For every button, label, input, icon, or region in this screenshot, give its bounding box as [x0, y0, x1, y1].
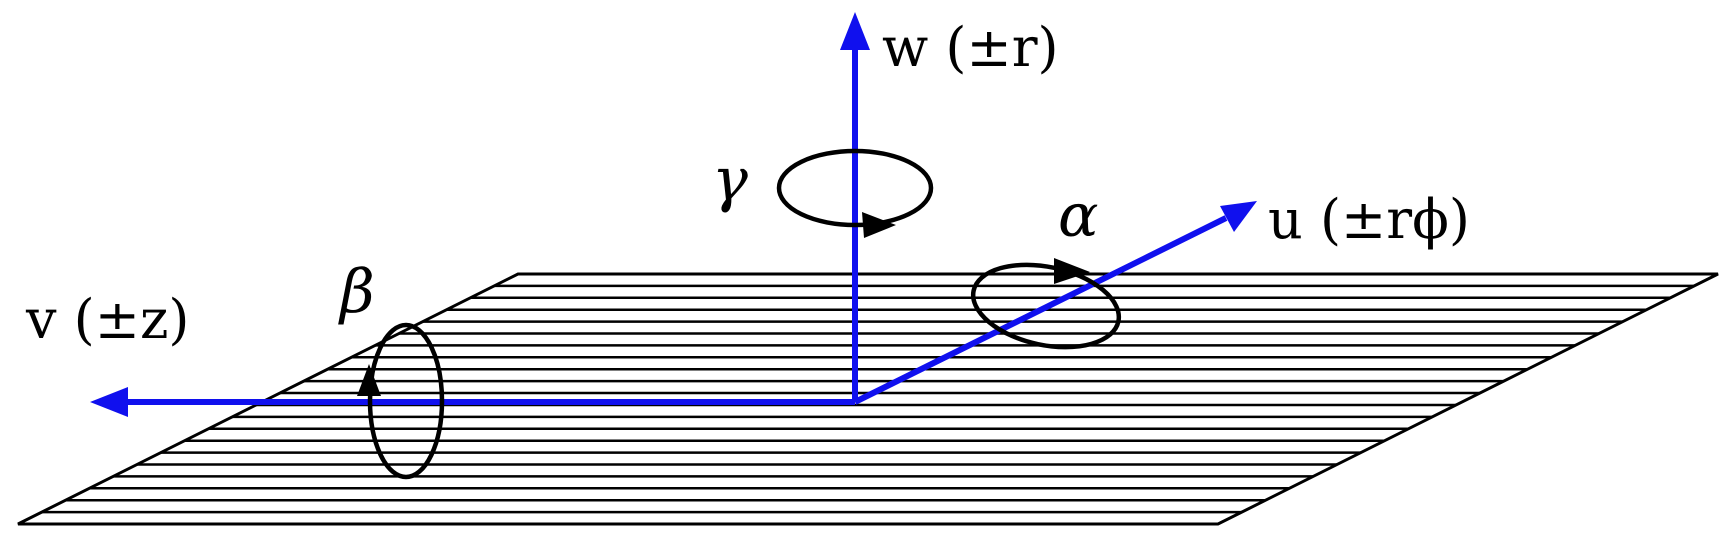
alpha-label: α — [1058, 181, 1099, 251]
plane-outline — [17, 272, 1719, 526]
v-axis-arrowhead — [90, 387, 128, 417]
u-axis-label: u (±rϕ) — [1268, 188, 1470, 251]
w-axis-arrowhead — [840, 12, 870, 50]
gamma-label: γ — [712, 145, 748, 215]
u-axis-arrowhead — [1220, 201, 1257, 232]
gamma-rotation-ellipse — [776, 148, 934, 228]
beta-label: β — [338, 257, 375, 327]
alpha-rotation-arrowhead — [1054, 258, 1090, 284]
axes-group — [125, 32, 1228, 405]
u-axis-line — [853, 215, 1228, 405]
rotation-arrowheads — [357, 212, 1090, 396]
beta-rotation-ellipse — [367, 322, 445, 480]
v-axis-label: v (±z) — [25, 288, 190, 351]
gamma-rotation-arrowhead — [862, 212, 896, 238]
beta-rotation-arrowhead — [357, 364, 381, 396]
axis-arrowheads — [90, 12, 1257, 417]
w-axis-label: w (±r) — [882, 16, 1059, 79]
